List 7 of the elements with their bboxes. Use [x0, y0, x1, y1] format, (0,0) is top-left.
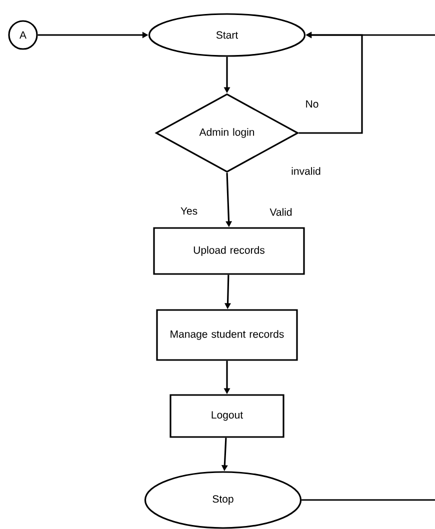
process-box: Logout — [170, 394, 284, 438]
branch-label: invalid — [292, 167, 320, 175]
branch-label: Valid — [270, 208, 292, 216]
edge-label: Yes — [179, 206, 199, 216]
process-box: Upload records — [153, 227, 305, 275]
process-box: Manage student records — [156, 309, 298, 361]
edge-label: No — [304, 99, 320, 109]
